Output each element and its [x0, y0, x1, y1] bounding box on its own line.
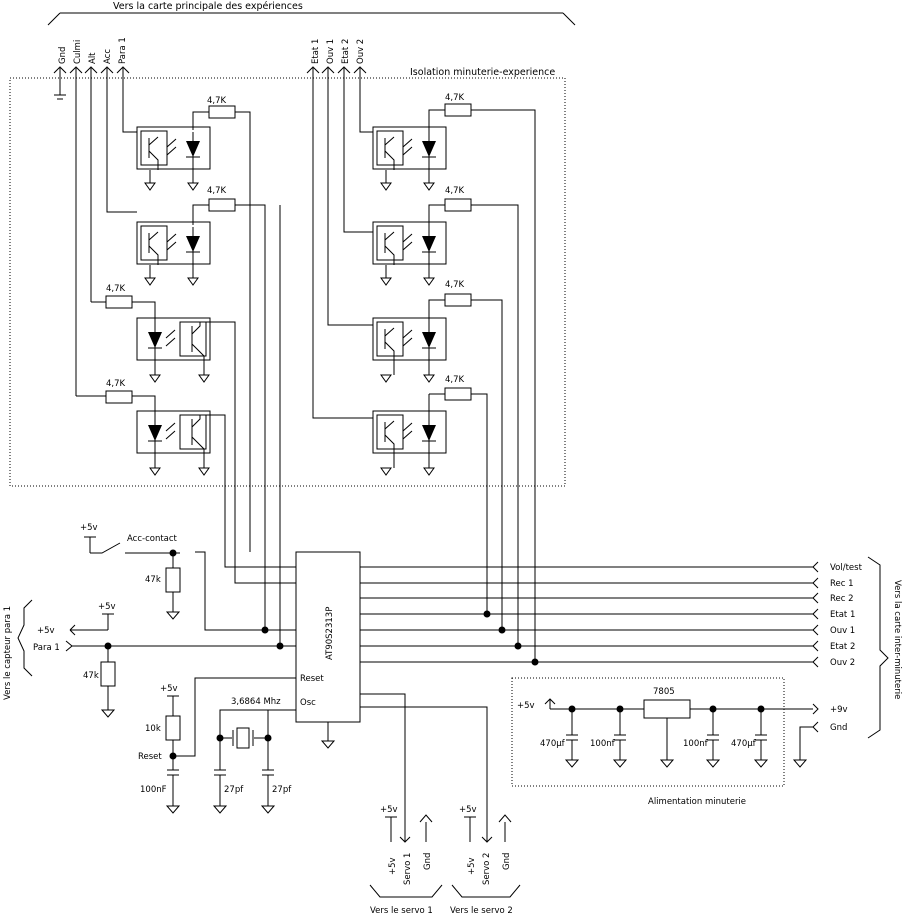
- reset-circuit: +5v 10k Reset 100nF: [138, 677, 296, 814]
- res-label: 4,7K: [445, 280, 465, 290]
- c470-label: 470µf: [731, 739, 757, 749]
- optocoupler-left-4: 4,7K: [76, 379, 296, 568]
- servo2-signal: Servo 2: [482, 853, 492, 885]
- isolation-box: [9, 77, 566, 487]
- signal-ouv-1: Ouv 1: [830, 626, 855, 636]
- servo2-dest: Vers le servo 2: [450, 906, 513, 914]
- signal-etat-2: Etat 2: [830, 642, 855, 652]
- servo1-gnd: Gnd: [423, 853, 433, 870]
- c100nf-label: 100nf: [590, 739, 616, 749]
- plus5-label: +5v: [160, 684, 178, 694]
- plus5-label: +5v: [98, 602, 116, 612]
- mcu-osc-pin: Osc: [300, 698, 316, 708]
- res-label: 4,7K: [207, 96, 227, 106]
- mcu-name: AT90S2313P: [325, 607, 335, 660]
- acc-contact-label: Acc-contact: [127, 534, 178, 544]
- res-label: 4,7K: [445, 375, 465, 385]
- res-label: 4,7K: [106, 379, 126, 389]
- conn-etat1-label: Etat 1: [311, 39, 321, 64]
- c470-label: 470µf: [540, 739, 566, 749]
- conn-etat2-label: Etat 2: [341, 39, 351, 64]
- oscillator-circuit: 3,6864 Mhz 27pf 27pf: [212, 697, 296, 814]
- gnd-label: Gnd: [830, 723, 847, 733]
- sensor-label: Vers le capteur para 1: [3, 606, 13, 700]
- power-label: Alimentation minuterie: [648, 797, 746, 807]
- servo1-plus5: +5v: [388, 857, 398, 875]
- conn-alt-label: Alt: [88, 52, 98, 64]
- plus5-label: +5v: [37, 626, 55, 636]
- r47k-label: 47k: [145, 575, 161, 585]
- servo1-dest: Vers le servo 1: [370, 906, 433, 914]
- signal-rec-1: Rec 1: [830, 579, 854, 589]
- signal-ouv-2: Ouv 2: [830, 658, 855, 668]
- plus9-label: +9v: [830, 705, 848, 715]
- conn-gnd-label: Gnd: [58, 47, 68, 64]
- inter-board-label: Vers la carte inter-minuterie: [892, 580, 902, 699]
- sensor-connector: Vers le capteur para 1 +5v +5v Para 1 47…: [3, 599, 296, 718]
- signal-vol-test: Vol/test: [830, 563, 863, 573]
- optocoupler-left-3: 4,7K: [91, 284, 296, 584]
- r47k-label: 47k: [83, 671, 99, 681]
- res-label: 4,7K: [445, 186, 465, 196]
- plus5-label: +5v: [517, 701, 535, 711]
- optocoupler-right-2: 4,7K: [372, 186, 519, 646]
- res-label: 4,7K: [207, 186, 227, 196]
- microcontroller: AT90S2313P Reset Osc: [295, 551, 361, 749]
- signal-rec-2: Rec 2: [830, 594, 854, 604]
- conn-ouv1-label: Ouv 1: [326, 39, 336, 64]
- crystal-label: 3,6864 Mhz: [231, 697, 281, 707]
- conn-acc-label: Acc: [103, 49, 113, 64]
- servo2-gnd: Gnd: [502, 853, 512, 870]
- c27pf-label: 27pf: [224, 785, 244, 795]
- optocoupler-left-1: 4,7K: [136, 96, 251, 552]
- plus5-label: +5v: [80, 523, 98, 533]
- main-board-label: Vers la carte principale des expériences: [113, 1, 303, 12]
- isolation-label: Isolation minuterie-experience: [410, 67, 555, 78]
- signal-etat-1: Etat 1: [830, 610, 855, 620]
- c100nF-label: 100nF: [140, 785, 167, 795]
- res-label: 4,7K: [106, 284, 126, 294]
- conn-culmi-label: Culmi: [73, 40, 83, 64]
- c100nf-label: 100nf: [683, 739, 709, 749]
- res-label: 4,7K: [445, 93, 465, 103]
- acc-contact-switch: +5v Acc-contact 47k: [80, 523, 181, 620]
- conn-ouv2-label: Ouv 2: [356, 39, 366, 64]
- reset-label: Reset: [138, 752, 162, 762]
- plus5-label: +5v: [459, 805, 477, 815]
- servo2-plus5: +5v: [467, 857, 477, 875]
- servo-connectors: +5v +5v Servo 1 Gnd Vers le servo 1 +5v …: [360, 693, 521, 914]
- r10k-label: 10k: [145, 724, 161, 734]
- reg-label: 7805: [653, 687, 675, 697]
- optocoupler-right-3: 4,7K: [372, 280, 503, 630]
- inter-bus: Vol/test Rec 1 Rec 2 Etat 1 Ouv 1 Etat 2…: [360, 556, 902, 739]
- servo1-signal: Servo 1: [403, 853, 413, 885]
- optocoupler-left-2: 4,7K: [136, 186, 266, 630]
- conn-para1-label: Para 1: [118, 37, 128, 64]
- mcu-reset-pin: Reset: [300, 674, 324, 684]
- plus5-label: +5v: [380, 805, 398, 815]
- optocoupler-right-4: 4,7K: [372, 375, 488, 614]
- optocoupler-right-1: 4,7K: [372, 93, 536, 662]
- power-supply: Alimentation minuterie +5v 7805 +9v Gnd …: [511, 677, 848, 807]
- c27pf-label: 27pf: [272, 785, 292, 795]
- para1-label: Para 1: [33, 643, 60, 653]
